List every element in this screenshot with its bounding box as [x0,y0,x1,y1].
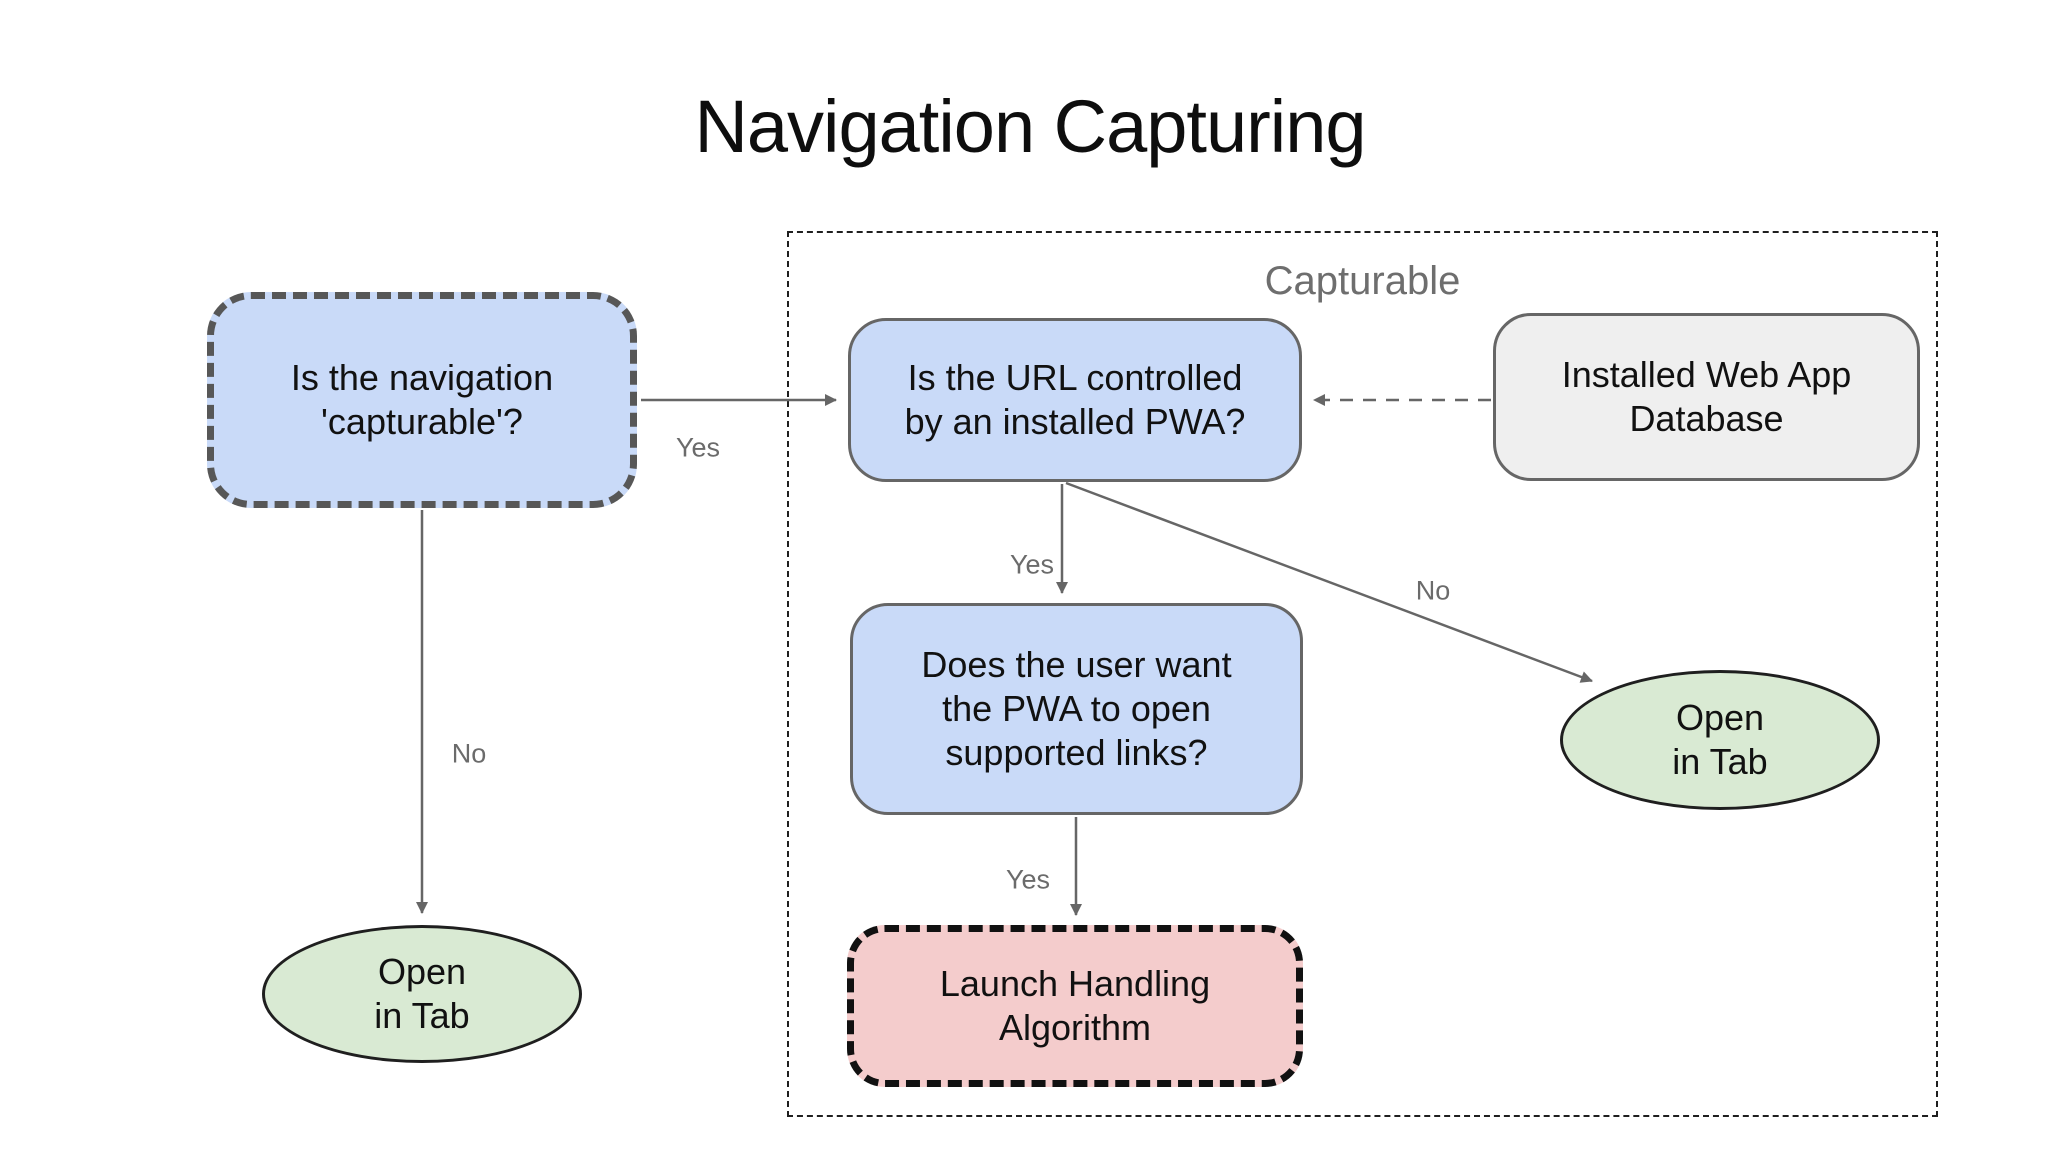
edge-label-capturable-yes: Yes [675,432,721,463]
node-open-in-tab-left-label: Open in Tab [374,951,470,1036]
node-open-in-tab-right: Open in Tab [1560,670,1880,810]
capturable-group-label: Capturable [1264,259,1461,303]
edge-label-url-yes: Yes [1009,549,1055,580]
node-url-controlled-by-pwa: Is the URL controlled by an installed PW… [848,318,1302,482]
node-is-navigation-capturable: Is the navigation 'capturable'? [207,292,637,508]
node-launch-handling-algorithm: Launch Handling Algorithm [847,925,1303,1087]
edge-label-url-no: No [1415,575,1451,606]
edge-label-user-yes: Yes [1005,864,1051,895]
capturable-group-container: Capturable [787,231,1938,1117]
node-is-navigation-capturable-label: Is the navigation 'capturable'? [290,357,554,442]
page-title: Navigation Capturing [694,85,1366,168]
edge-label-capturable-no: No [451,738,487,769]
node-user-wants-pwa-open-links-label: Does the user want the PWA to open suppo… [921,644,1232,773]
node-url-controlled-by-pwa-label: Is the URL controlled by an installed PW… [904,357,1246,442]
node-open-in-tab-right-label: Open in Tab [1672,697,1768,782]
node-launch-handling-algorithm-label: Launch Handling Algorithm [939,963,1211,1048]
node-installed-web-app-database-label: Installed Web App Database [1561,354,1852,439]
node-open-in-tab-left: Open in Tab [262,925,582,1063]
node-installed-web-app-database: Installed Web App Database [1493,313,1920,481]
node-user-wants-pwa-open-links: Does the user want the PWA to open suppo… [850,603,1303,815]
